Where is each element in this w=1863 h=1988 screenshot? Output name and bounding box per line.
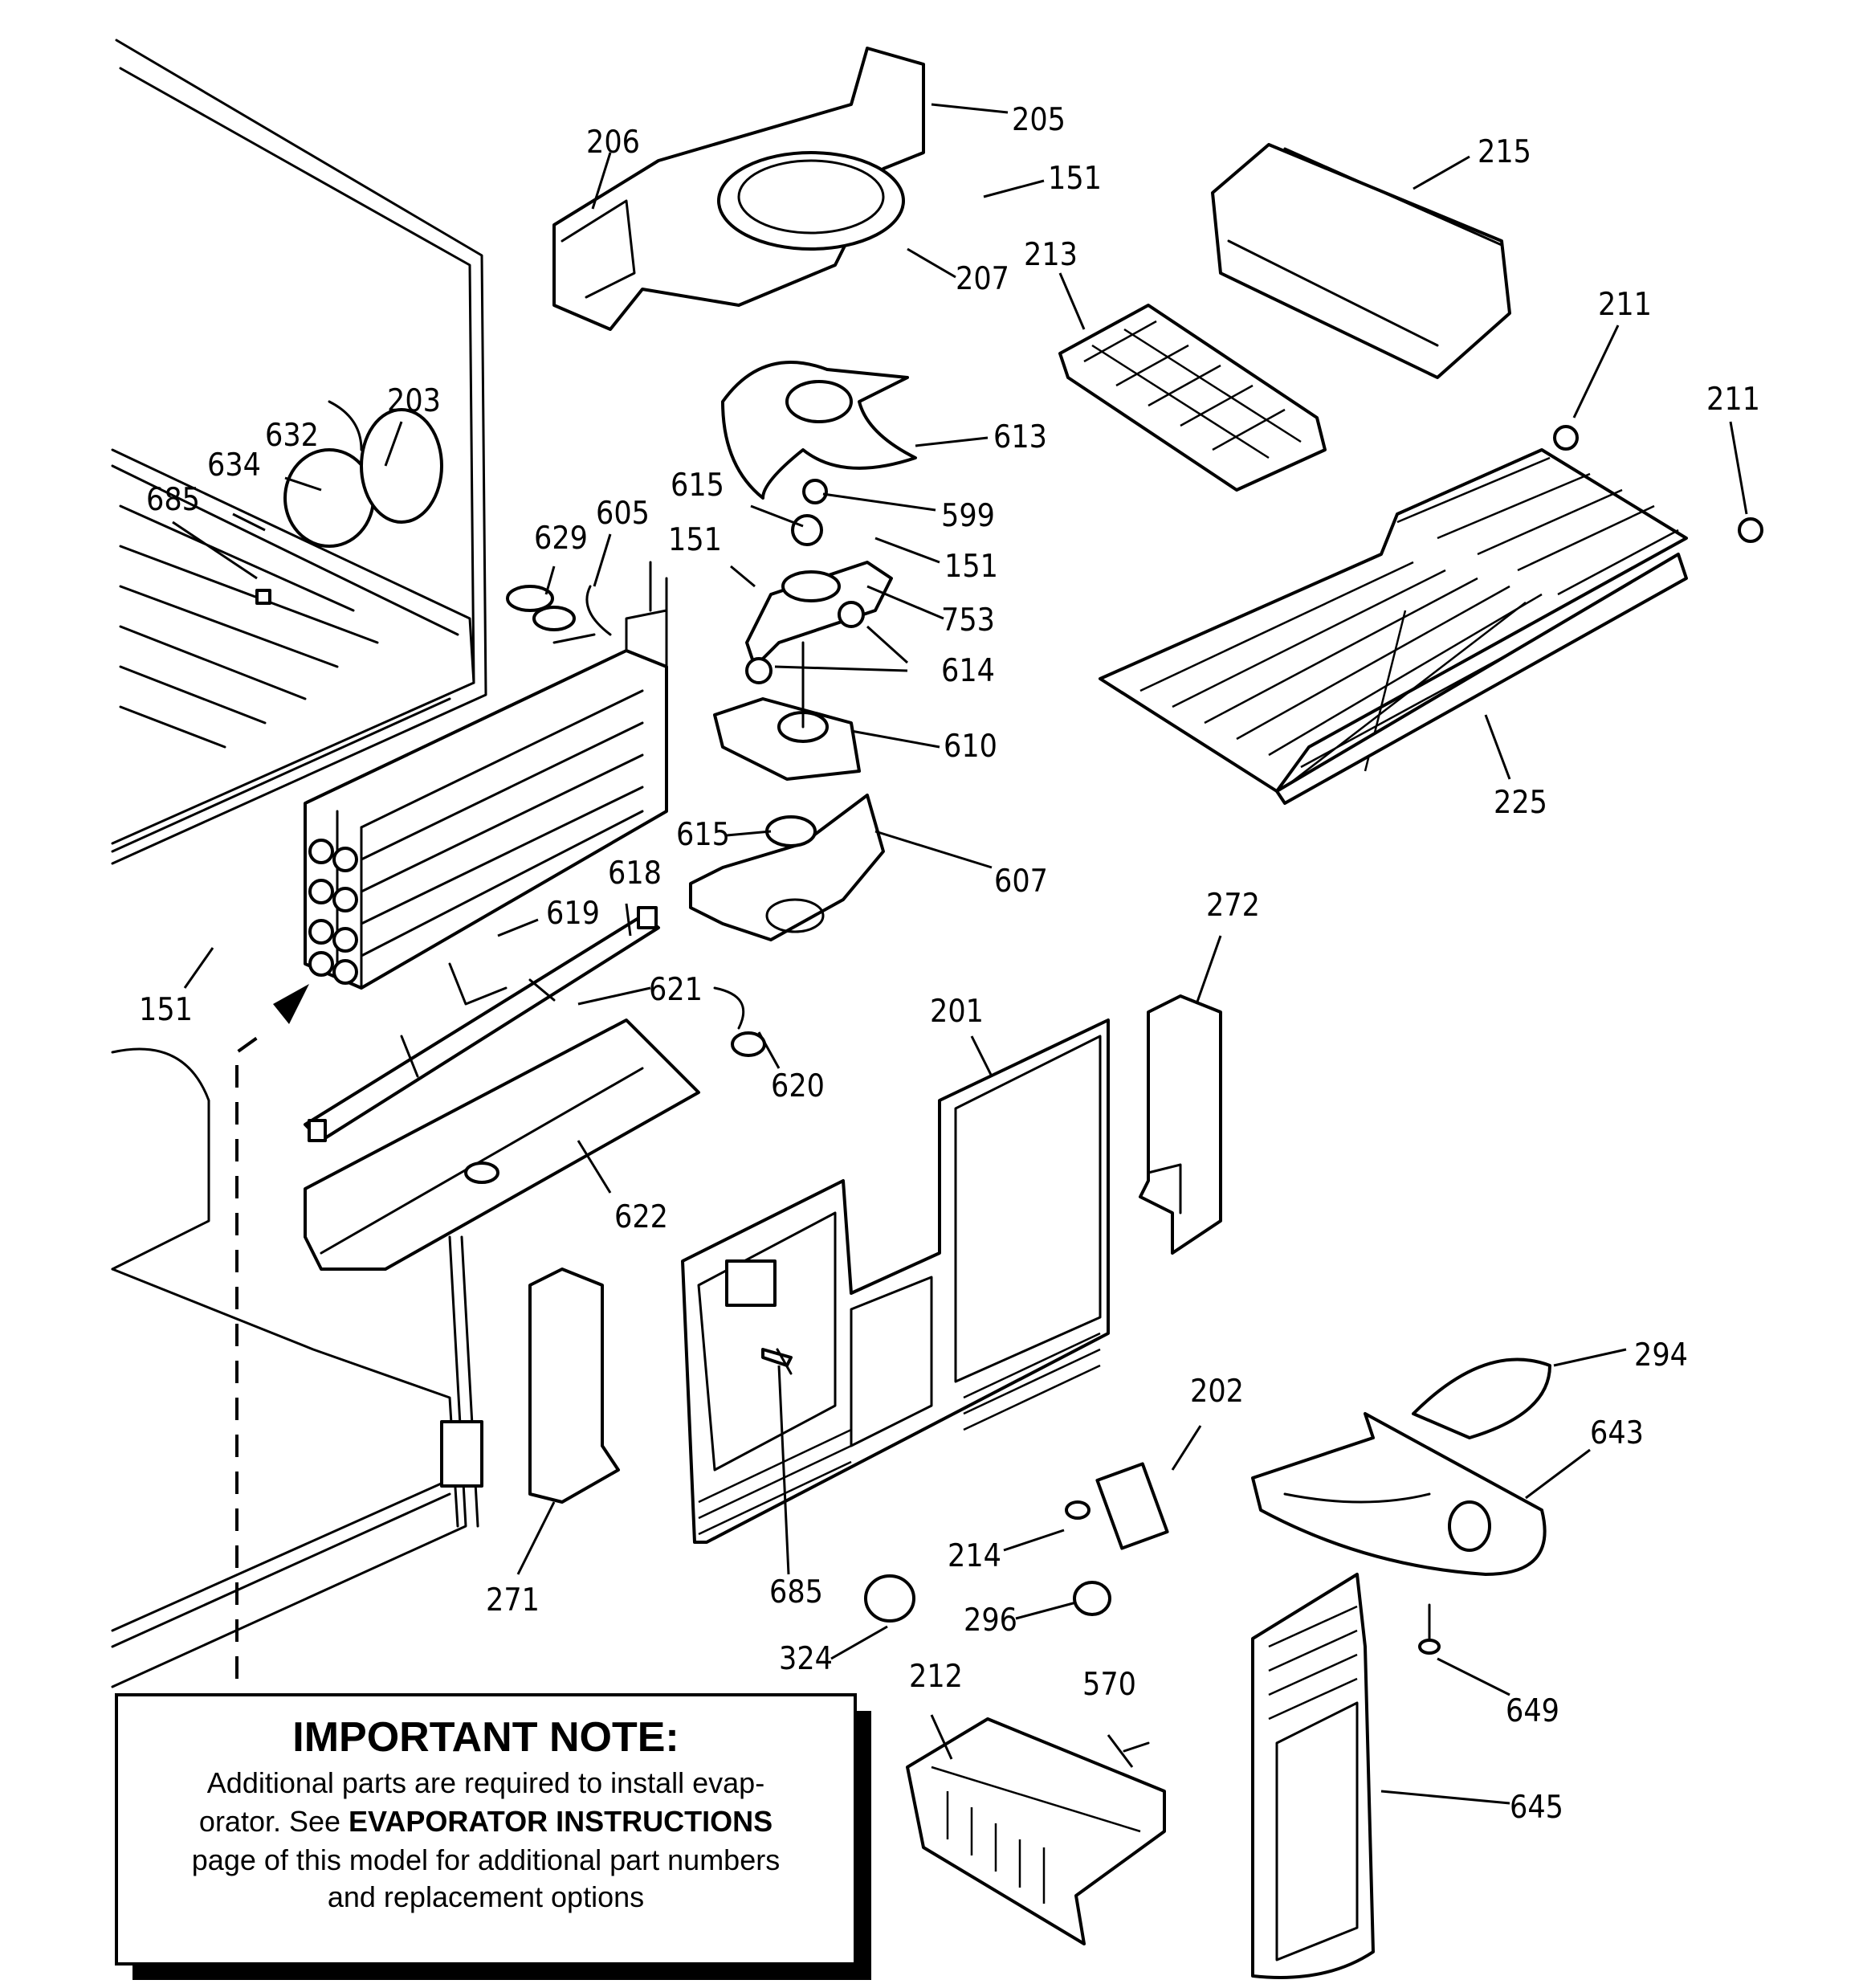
callout-202: 202	[1190, 1374, 1244, 1410]
callout-645: 645	[1510, 1790, 1563, 1826]
fan-motor	[713, 641, 861, 781]
cabinet-liner	[111, 39, 487, 1688]
callout-205: 205	[1012, 102, 1066, 138]
callout-618: 618	[608, 855, 662, 892]
small-hardware	[776, 1348, 1441, 1753]
dashed-arrow	[235, 984, 309, 1679]
callout-685-b: 685	[769, 1574, 823, 1610]
defrost-heater	[304, 906, 660, 1142]
callout-324: 324	[779, 1641, 833, 1677]
callout-621: 621	[649, 972, 703, 1008]
callout-203: 203	[387, 383, 441, 419]
callout-607: 607	[994, 863, 1048, 900]
callout-272: 272	[1206, 888, 1260, 924]
callout-615: 615	[671, 467, 724, 504]
leader-lines	[172, 103, 1748, 1805]
tubing-parts	[506, 585, 612, 644]
callout-151-d: 151	[139, 992, 193, 1028]
drain-heater-620	[713, 986, 766, 1057]
back-panel	[681, 1018, 1110, 1544]
callout-643: 643	[1590, 1415, 1644, 1451]
callout-211: 211	[1598, 287, 1652, 323]
motor-bracket-lower	[689, 794, 885, 941]
note-line-2-prefix: orator. See	[199, 1805, 349, 1838]
callout-614: 614	[941, 653, 995, 689]
callout-634: 634	[207, 447, 261, 484]
storage-bin	[1211, 143, 1511, 379]
callout-296: 296	[964, 1602, 1017, 1639]
callout-294: 294	[1634, 1337, 1688, 1374]
callout-613: 613	[993, 419, 1047, 455]
callout-610: 610	[944, 729, 997, 765]
callout-599: 599	[941, 498, 995, 534]
callout-labels: 205 206 151 207 215 213 211 211 203 632 …	[139, 102, 1760, 1826]
callout-753: 753	[941, 602, 995, 639]
callout-271: 271	[486, 1582, 540, 1619]
fan-blade	[721, 361, 917, 500]
callout-629: 629	[534, 520, 588, 557]
control-housing	[255, 400, 443, 605]
callout-212: 212	[909, 1659, 963, 1695]
callout-649: 649	[1506, 1693, 1559, 1729]
grille-212	[906, 1717, 1166, 1945]
callout-620: 620	[771, 1068, 825, 1104]
dispenser-housing-643	[1251, 1412, 1547, 1576]
duct-271	[528, 1268, 620, 1504]
callout-615-b: 615	[676, 817, 730, 853]
callout-685: 685	[146, 482, 200, 518]
motor-bracket-upper	[745, 479, 893, 684]
note-line-4: and replacement options	[328, 1880, 644, 1913]
drain-trough	[304, 1018, 700, 1271]
air-duct-assembly	[552, 47, 925, 331]
callout-211-b: 211	[1706, 382, 1760, 418]
note-line-3: page of this model for additional part n…	[192, 1843, 780, 1876]
callout-605: 605	[596, 496, 650, 532]
dispenser-cover-645	[1251, 1573, 1375, 1979]
note-line-1: Additional parts are required to install…	[207, 1766, 764, 1799]
callout-213: 213	[1024, 237, 1078, 273]
callout-207: 207	[956, 261, 1009, 297]
callout-619: 619	[546, 896, 600, 932]
callout-151-c: 151	[944, 549, 998, 585]
ice-tray	[1058, 304, 1327, 492]
evaporator	[304, 561, 668, 990]
note-line-2: orator. See EVAPORATOR INSTRUCTIONS	[199, 1805, 773, 1838]
dispenser-cover-294	[1412, 1357, 1551, 1439]
callout-206: 206	[586, 125, 640, 161]
duct-272	[1139, 994, 1222, 1255]
wire-shelf	[1099, 425, 1763, 805]
callout-622: 622	[614, 1199, 668, 1235]
callout-214: 214	[948, 1538, 1001, 1574]
note-title: IMPORTANT NOTE:	[292, 1714, 679, 1761]
note-line-2-bold: EVAPORATOR INSTRUCTIONS	[349, 1805, 773, 1838]
callout-201: 201	[930, 994, 984, 1030]
callout-632: 632	[265, 418, 319, 454]
callout-225: 225	[1494, 785, 1547, 821]
callout-570: 570	[1082, 1667, 1136, 1703]
callout-151: 151	[1048, 161, 1102, 197]
important-note: IMPORTANT NOTE: Additional parts are req…	[115, 1693, 871, 1980]
callout-215: 215	[1478, 134, 1531, 170]
callout-151-b: 151	[668, 522, 722, 558]
